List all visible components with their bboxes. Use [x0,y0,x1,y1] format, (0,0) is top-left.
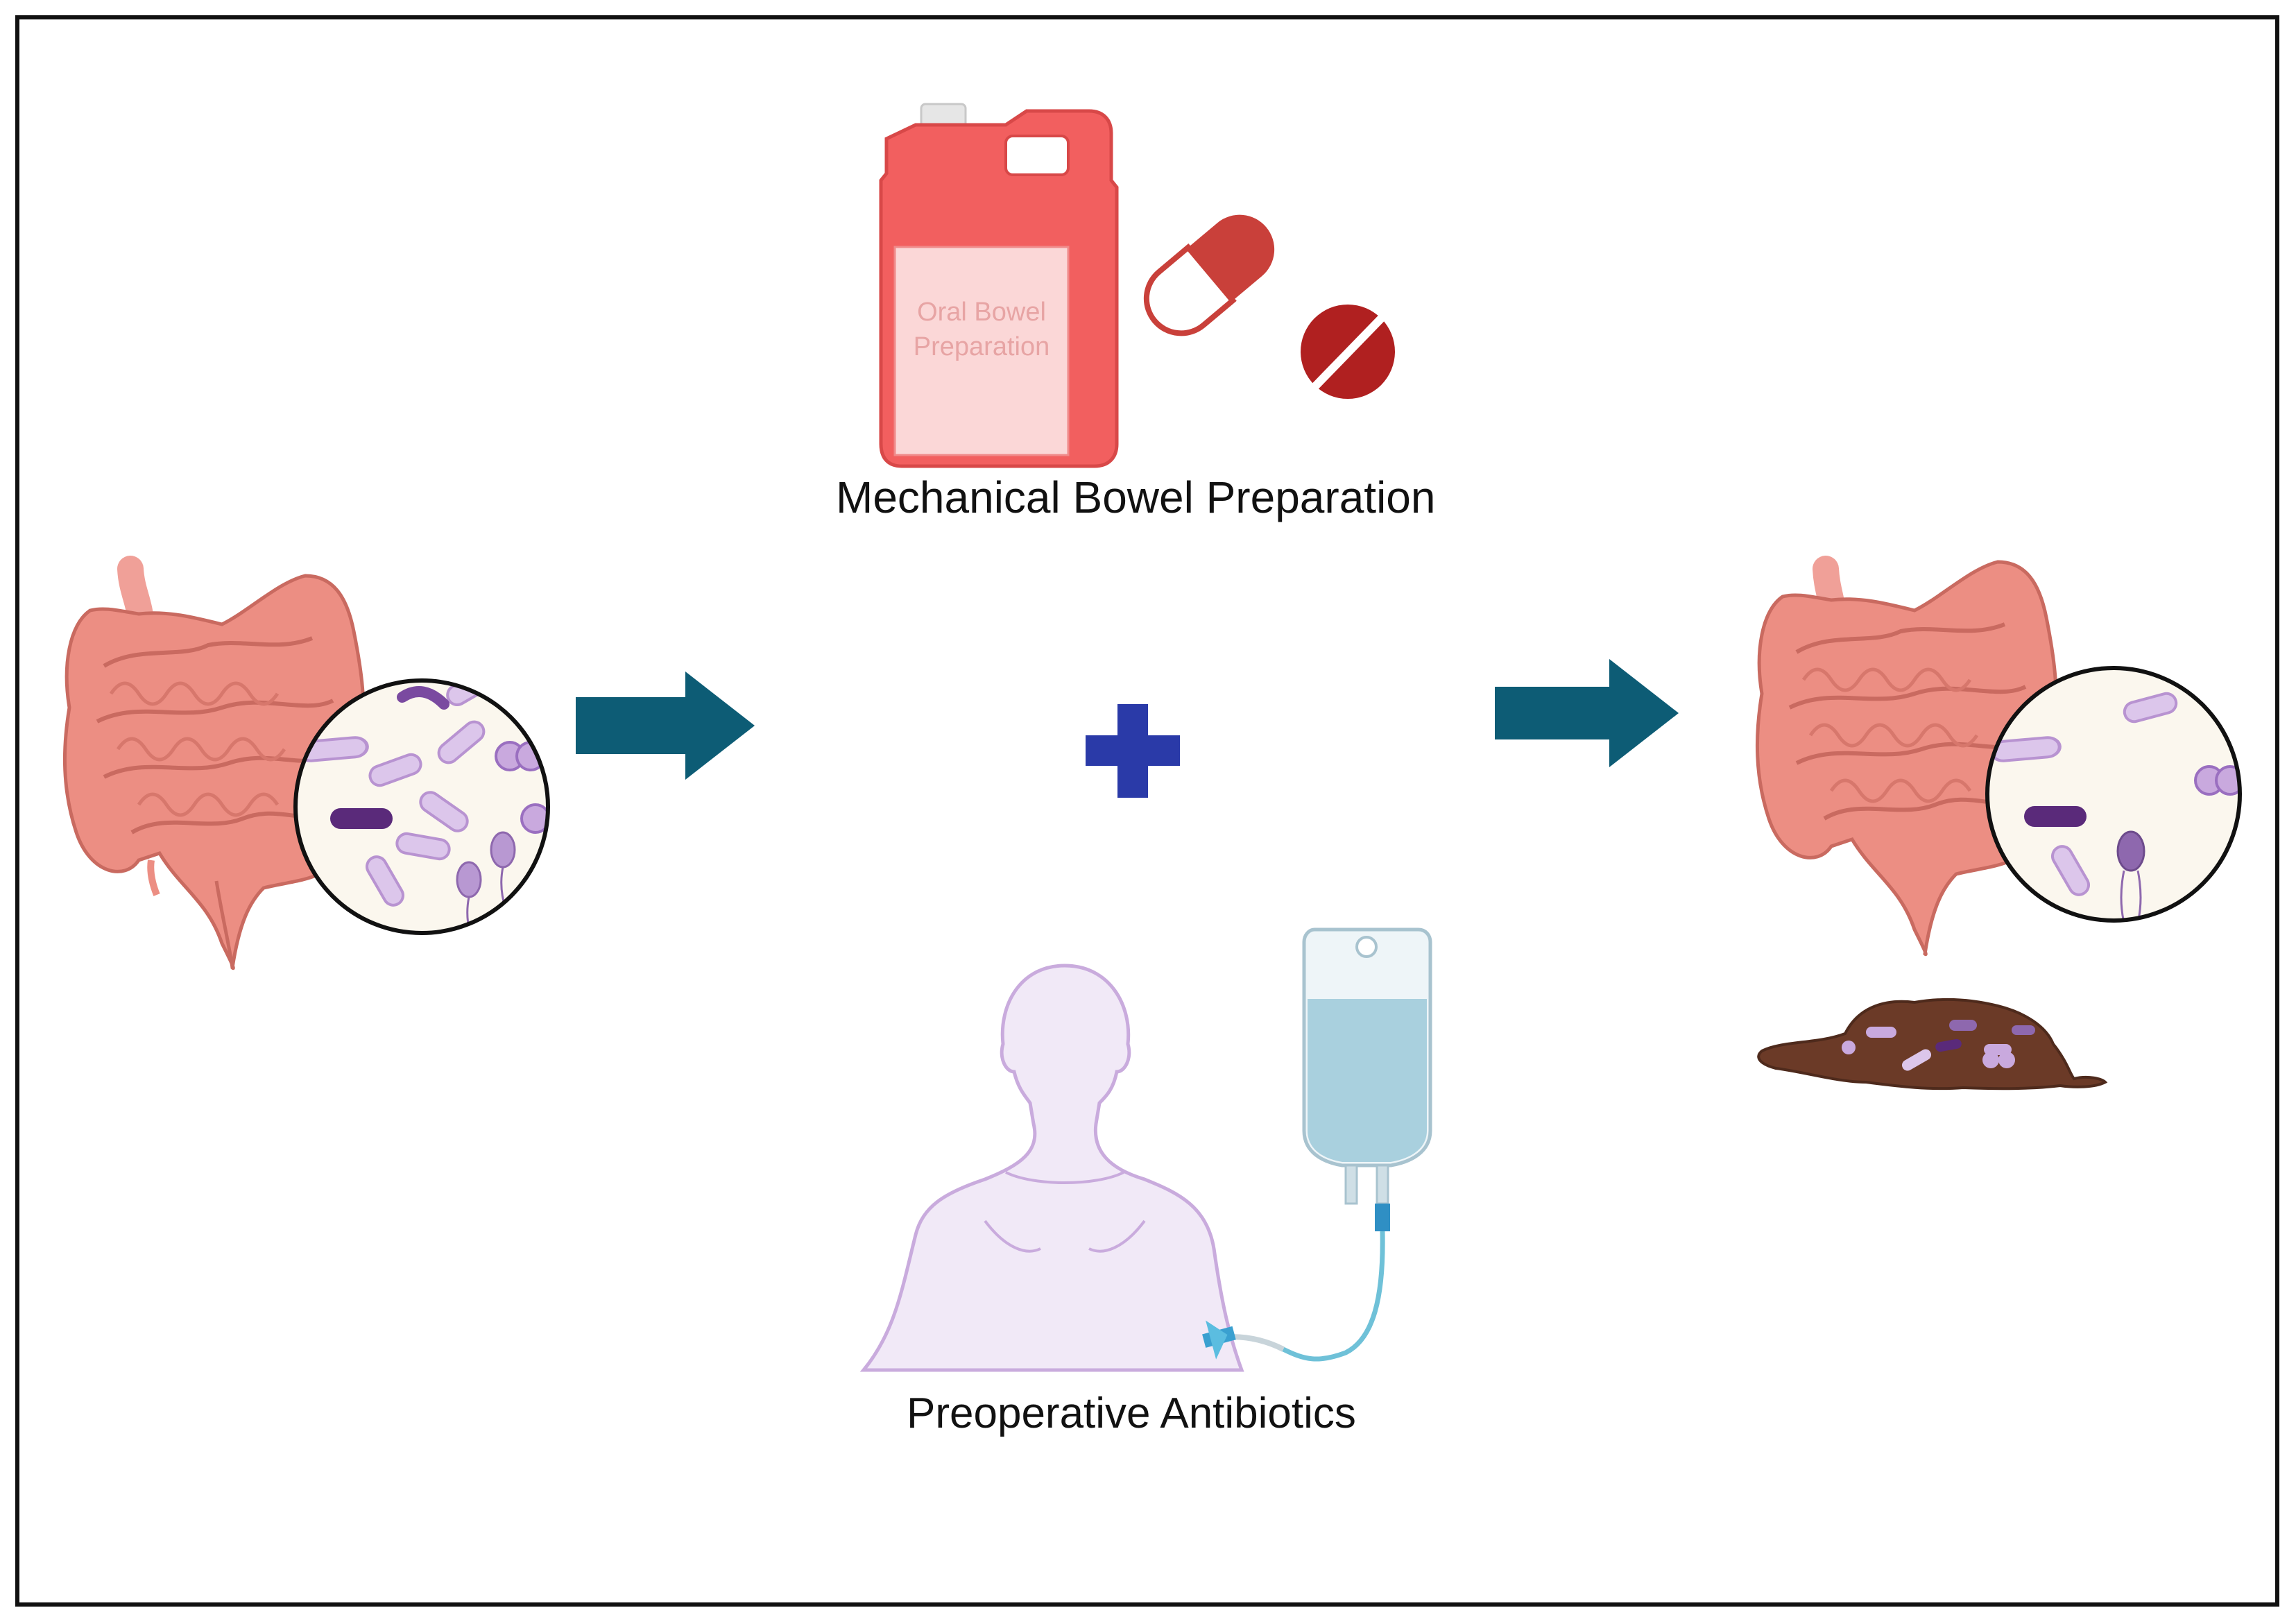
arrow-right-icon-left [576,671,755,780]
tablet-icon [1301,305,1395,399]
patient-silhouette-icon [859,964,1244,1372]
jug-label-line-2: Preparation [914,332,1050,361]
intestine-icon-right [1755,556,2058,957]
iv-bag-icon [1202,927,1432,1362]
arrow-right-icon-right [1495,659,1679,767]
stool-icon [1757,998,2108,1090]
jug-icon: Oral Bowel Preparation [879,103,1119,468]
microbiota-magnifier-icon-right [1985,666,2242,923]
jug-label-line-1: Oral Bowel [917,298,1046,327]
plus-icon [1086,704,1180,798]
intestine-icon-left [62,556,366,970]
microbiota-magnifier-icon-left [293,678,550,935]
preoperative-antibiotics-label: Preoperative Antibiotics [907,1389,1356,1437]
capsule-icon [1143,214,1275,336]
mechanical-bowel-preparation-label: Mechanical Bowel Preparation [836,472,1436,522]
